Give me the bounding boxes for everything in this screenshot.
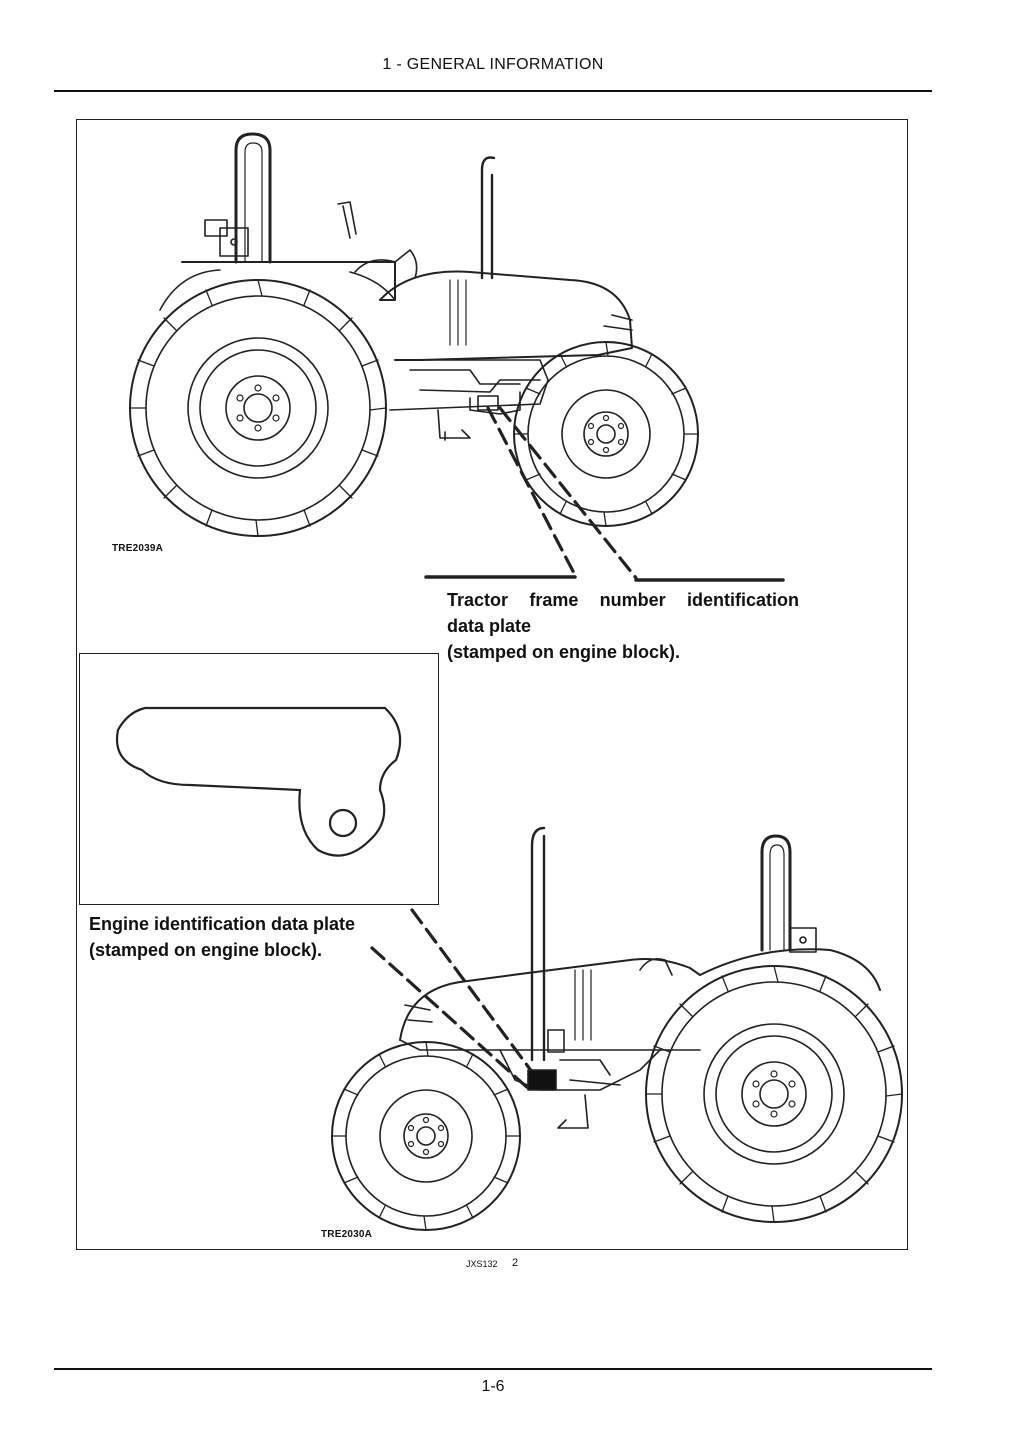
- page-number: 1-6: [481, 1378, 505, 1395]
- frame-callout-line1: Tractor frame number identification: [447, 590, 799, 610]
- frame-callout-line2: data plate: [447, 616, 532, 636]
- bottom-figure-ref: TRE2030A: [321, 1229, 373, 1240]
- footer-rule: [54, 1368, 932, 1370]
- engine-plate-leader: [370, 908, 540, 1092]
- engine-plate-callout: Engine identification data plate (stampe…: [89, 911, 389, 963]
- bottom-tractor-drawing: [331, 826, 903, 1231]
- figure-code: JXS132: [466, 1259, 498, 1269]
- top-tractor-drawing: [129, 132, 699, 537]
- frame-plate-leader: [486, 406, 638, 580]
- page-header-title: 1 - GENERAL INFORMATION: [382, 56, 604, 73]
- figure-frame: [76, 119, 908, 1250]
- engine-callout-line1: Engine identification data plate: [89, 914, 356, 934]
- engine-callout-line2: (stamped on engine block).: [89, 940, 323, 960]
- engine-plate-inset: [79, 653, 439, 905]
- figure-number: 2: [512, 1257, 519, 1269]
- header-rule: [54, 90, 932, 92]
- top-figure-ref: TRE2039A: [112, 543, 164, 554]
- frame-callout-line3: (stamped on engine block).: [447, 642, 681, 662]
- frame-plate-callout: Tractor frame number identification data…: [447, 587, 799, 665]
